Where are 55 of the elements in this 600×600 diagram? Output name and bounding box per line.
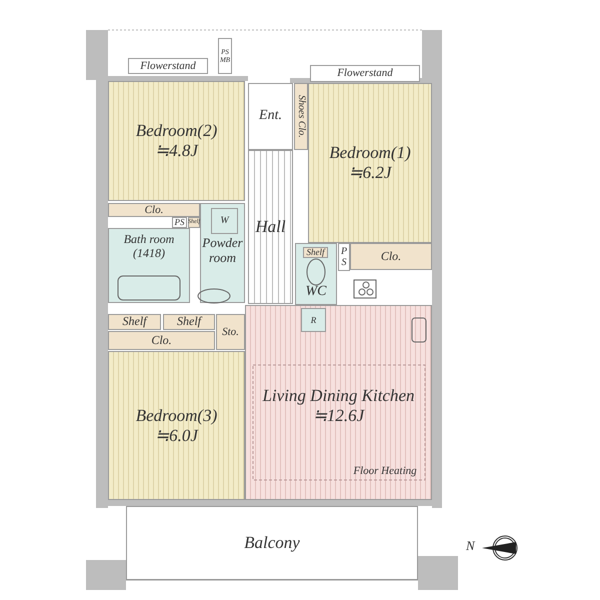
closet	[108, 203, 200, 217]
room	[108, 351, 245, 500]
shelf	[163, 314, 215, 330]
balcony	[126, 506, 418, 580]
room-label: W	[220, 215, 229, 227]
area-value: ≒12.6J	[312, 406, 364, 426]
room-label: Powder room	[201, 236, 244, 266]
closet	[294, 83, 308, 150]
room	[200, 203, 245, 303]
room-label: R	[310, 314, 316, 326]
area-value: ≒6.2J	[348, 163, 392, 183]
room-label: Shelf	[122, 315, 146, 329]
shelf	[108, 314, 161, 330]
room-label: Bedroom(1)	[329, 143, 411, 163]
room-label: Clo.	[151, 334, 172, 348]
room	[308, 83, 432, 243]
room-label: Flowerstand	[337, 67, 393, 80]
shelf	[303, 247, 328, 258]
flowerstand	[128, 58, 208, 74]
room-label: Clo.	[144, 204, 164, 216]
room-label: Ent.	[259, 108, 282, 125]
room-label: PS	[174, 217, 184, 228]
room-label: Bath room (1418)	[122, 233, 176, 261]
pipe-space	[172, 217, 187, 228]
area-value: ≒6.0J	[155, 426, 198, 446]
room-label: Shelf	[306, 247, 324, 258]
fridge-space	[301, 308, 326, 332]
pipe-space	[218, 38, 232, 74]
closet	[108, 331, 215, 350]
room	[108, 81, 245, 201]
room-label: Clo.	[380, 250, 402, 264]
room-label: Hall	[255, 217, 286, 237]
storage	[216, 314, 245, 350]
north-label: N	[466, 538, 475, 554]
closet	[350, 243, 432, 270]
room	[108, 228, 190, 303]
room-label: Shelf	[177, 315, 201, 329]
room	[248, 83, 293, 150]
room-label: WC	[306, 284, 326, 300]
area-value: ≒4.8J	[155, 141, 198, 161]
washer-space	[211, 208, 238, 234]
room-label: Living Dining Kitchen	[262, 386, 415, 406]
room	[248, 150, 293, 304]
room-label: Shoes Clo.	[295, 95, 307, 138]
room-label: Flowerstand	[140, 60, 196, 72]
room-label: Bedroom(2)	[136, 121, 218, 141]
room	[295, 243, 337, 305]
flowerstand	[310, 65, 420, 82]
room-label: Floor Heating	[353, 464, 417, 478]
room-label: Bedroom(3)	[136, 406, 218, 426]
room-label: Balcony	[244, 533, 300, 553]
room-label: Sto.	[222, 326, 239, 338]
room-label: P S	[340, 246, 348, 268]
room	[245, 305, 432, 500]
pipe-space	[338, 243, 350, 271]
